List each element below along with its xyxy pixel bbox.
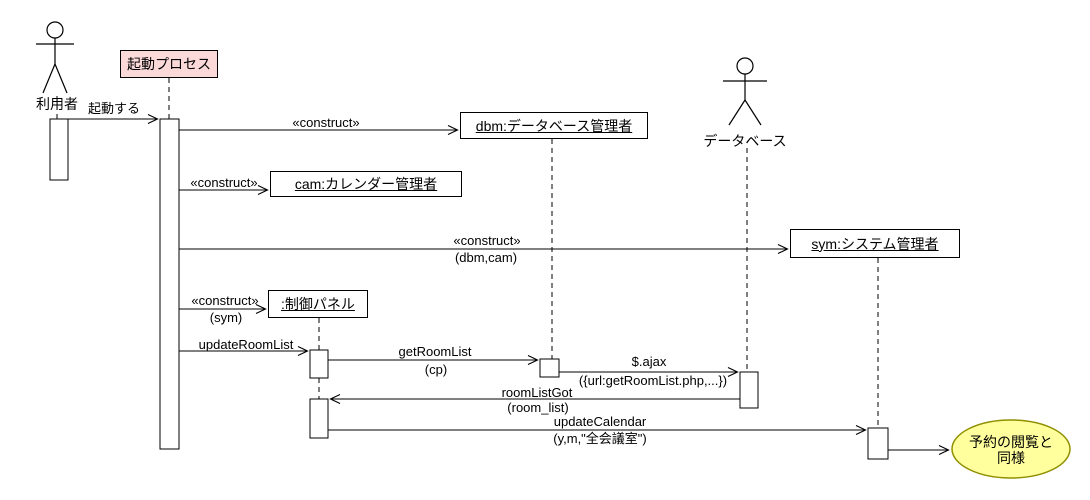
activation-bar-control-panel-2: [309, 398, 329, 439]
message-label-start: 起動する: [87, 101, 141, 116]
message-label-ajax: $.ajax: [631, 354, 667, 369]
participant-label-sym: sym:システム管理者: [811, 235, 939, 252]
note-label-line2: 同様: [997, 450, 1025, 466]
activation-bar-user: [49, 118, 69, 181]
message-label-construct-cp: «construct»: [191, 293, 259, 308]
message-args-get-room-list: (cp): [424, 362, 448, 377]
participant-label-dbm: dbm:データベース管理者: [475, 117, 633, 134]
activation-bar-control-panel-1: [309, 349, 329, 379]
message-args-ajax: ({url:getRoomList.php,...}): [578, 373, 728, 388]
activation-bar-database: [739, 371, 759, 409]
activation-bar-sym: [867, 427, 889, 460]
note-ellipse: [951, 419, 1071, 479]
participant-box-boot-process: 起動プロセス: [120, 50, 218, 78]
message-label-construct-cam: «construct»: [190, 175, 258, 190]
participant-box-sym: sym:システム管理者: [790, 229, 960, 258]
note-label: 予約の閲覧と 同様: [969, 434, 1053, 466]
message-label-update-calendar: updateCalendar: [553, 414, 647, 429]
actor-label-database: データベース: [703, 133, 787, 149]
message-label-update-room-list: updateRoomList: [198, 337, 294, 352]
participant-box-control-panel: :制御パネル: [268, 290, 368, 318]
participant-label-control-panel: :制御パネル: [281, 296, 355, 312]
activation-bar-boot-process: [159, 118, 180, 450]
actor-icon-user: [36, 21, 74, 94]
participant-label-boot-process: 起動プロセス: [127, 56, 211, 72]
message-args-room-list-got: (room_list): [507, 400, 569, 415]
message-label-construct-dbm: «construct»: [292, 115, 360, 130]
participant-box-cam: cam:カレンダー管理者: [270, 171, 462, 197]
message-args-construct-cp: (sym): [209, 310, 243, 325]
actor-icon-database: [723, 57, 767, 126]
note-label-line1: 予約の閲覧と: [969, 434, 1053, 450]
actor-label-user: 利用者: [36, 96, 78, 112]
message-label-get-room-list: getRoomList: [398, 344, 472, 359]
message-args-update-calendar: (y,m,"全会議室"): [553, 431, 647, 446]
message-label-room-list-got: roomListGot: [501, 385, 573, 400]
activation-bar-dbm: [539, 358, 560, 378]
message-args-construct-sym: (dbm,cam): [454, 250, 518, 265]
participant-box-dbm: dbm:データベース管理者: [460, 112, 648, 139]
participant-label-cam: cam:カレンダー管理者: [294, 176, 438, 192]
message-label-construct-sym: «construct»: [453, 233, 521, 248]
